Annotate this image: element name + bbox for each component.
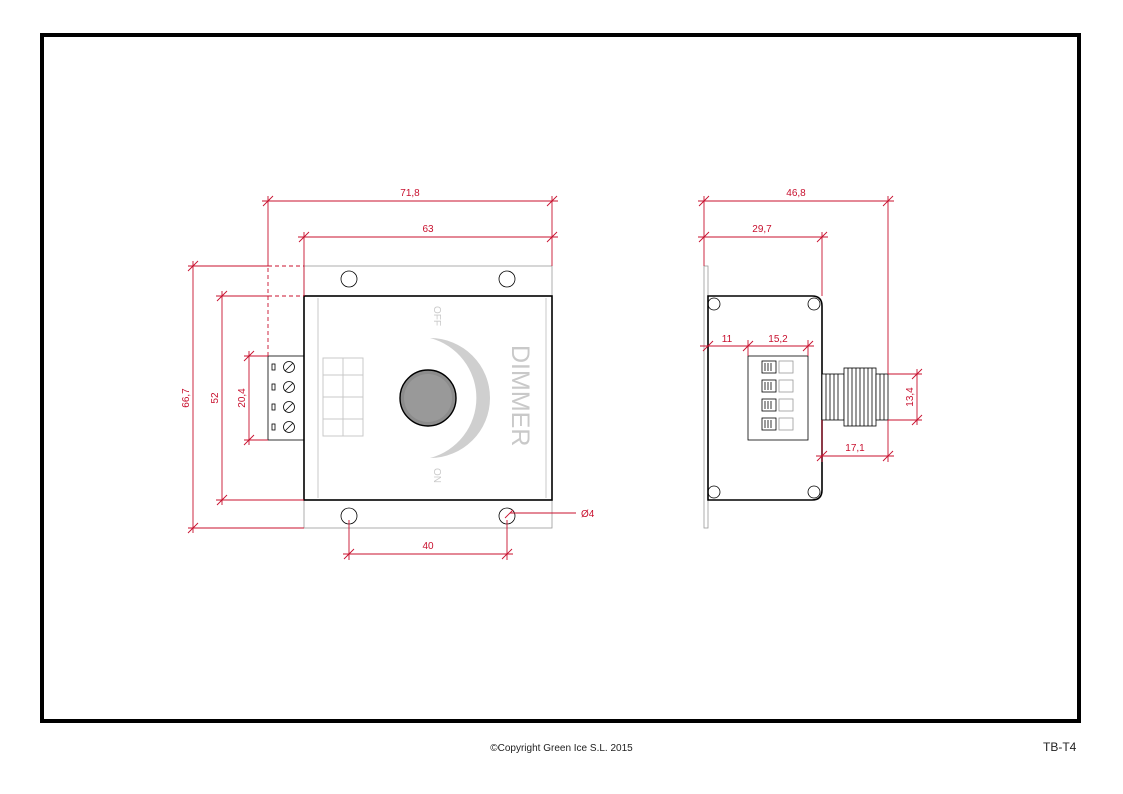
label-off: OFF: [431, 306, 442, 326]
mounting-hole-top-left: [340, 270, 358, 288]
label-on: ON: [431, 468, 442, 483]
side-terminal-block: [747, 355, 809, 441]
terminal-screws: [271, 361, 295, 433]
front-view: OFF ON DIMMER 71,8 63 66,7 52: [181, 188, 595, 560]
level-arc: [430, 338, 490, 458]
dim-body-depth: 29,7: [752, 224, 772, 235]
connector-outline: [322, 357, 364, 437]
side-view: 46,8 29,7 11 15,2 13,4 17,1: [698, 188, 923, 529]
label-brand: DIMMER: [506, 345, 534, 446]
sheet-code: TB-T4: [1043, 740, 1077, 754]
side-knob: [821, 367, 889, 427]
drawing-frame: [40, 33, 1081, 723]
terminal-block: [267, 355, 305, 441]
copyright-notice: ©Copyright Green Ice S.L. 2015: [490, 743, 633, 754]
dim-terminal-width: 15,2: [768, 334, 788, 345]
dim-overall-width: 71,8: [400, 188, 420, 199]
dim-overall-depth: 46,8: [786, 188, 806, 199]
dim-terminal-height: 20,4: [237, 388, 248, 408]
side-body: [707, 295, 823, 501]
mounting-hole-top-right: [498, 270, 516, 288]
dim-hole-spacing: 40: [422, 541, 434, 552]
dim-body-height: 52: [210, 392, 221, 404]
dim-terminal-offset: 11: [722, 334, 733, 345]
dim-overall-height: 66,7: [181, 388, 192, 408]
dim-body-width: 63: [422, 224, 434, 235]
dim-knob-diameter: 13,4: [905, 387, 916, 407]
dim-hole-diameter: Ø4: [581, 509, 595, 520]
dim-knob-length: 17,1: [845, 443, 865, 454]
